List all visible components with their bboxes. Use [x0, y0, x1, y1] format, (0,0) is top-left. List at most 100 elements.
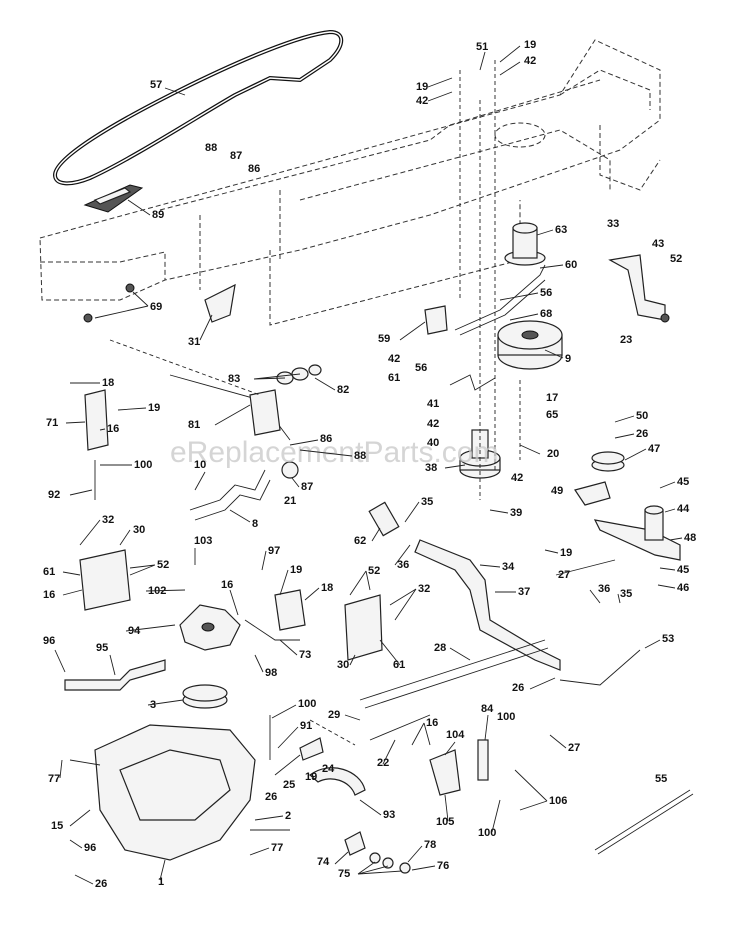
callout-93: 93	[383, 809, 395, 821]
callout-19: 19	[416, 81, 428, 93]
callout-1: 1	[158, 876, 164, 888]
callout-19: 19	[148, 402, 160, 414]
callout-42: 42	[388, 353, 400, 365]
callout-8: 8	[252, 518, 258, 530]
bracket-59	[424, 305, 448, 335]
callout-17: 17	[546, 392, 558, 404]
callout-19: 19	[560, 547, 572, 559]
rod-22	[309, 714, 431, 746]
callout-91: 91	[300, 720, 312, 732]
callout-49: 49	[551, 485, 563, 497]
callout-52: 52	[670, 253, 682, 265]
lift-shaft-34	[414, 539, 561, 671]
callout-42: 42	[511, 472, 523, 484]
callout-2: 2	[285, 810, 291, 822]
lever-assembly	[169, 374, 299, 521]
callout-87: 87	[301, 481, 313, 493]
callout-86: 86	[320, 433, 332, 445]
pulley-47	[591, 451, 625, 472]
callout-57: 57	[150, 79, 162, 91]
callout-88: 88	[354, 450, 366, 462]
linkage-line	[109, 339, 261, 396]
callout-81: 81	[188, 419, 200, 431]
bracket-73	[244, 589, 306, 641]
callout-71: 71	[46, 417, 58, 429]
bolts-69	[83, 283, 135, 323]
callout-24: 24	[322, 763, 335, 775]
callout-100: 100	[134, 459, 152, 471]
callout-18: 18	[102, 377, 114, 389]
callout-96: 96	[84, 842, 96, 854]
callout-42: 42	[416, 95, 428, 107]
callout-52: 52	[368, 565, 380, 577]
callout-56: 56	[540, 287, 552, 299]
idler-bracket-48	[593, 505, 681, 561]
callout-21: 21	[284, 495, 296, 507]
callout-65: 65	[546, 409, 558, 421]
callout-48: 48	[684, 532, 696, 544]
callout-26: 26	[512, 682, 524, 694]
callout-92: 92	[48, 489, 60, 501]
callout-15: 15	[51, 820, 63, 832]
pulley-3	[182, 684, 228, 709]
callout-30: 30	[133, 524, 145, 536]
callout-28: 28	[434, 642, 446, 654]
callout-16: 16	[426, 717, 438, 729]
bracket-104	[429, 739, 489, 796]
spring-95	[64, 659, 166, 691]
callout-62: 62	[354, 535, 366, 547]
spring-25	[274, 737, 324, 776]
rod-53	[559, 649, 641, 686]
hose-93	[309, 767, 366, 796]
idler-arm-60-68	[454, 264, 546, 336]
callout-35: 35	[620, 588, 632, 600]
callout-100: 100	[298, 698, 316, 710]
callout-19: 19	[305, 771, 317, 783]
callout-40: 40	[427, 437, 439, 449]
callout-50: 50	[636, 410, 648, 422]
callout-86: 86	[248, 163, 260, 175]
watermark: eReplacementParts.com	[170, 436, 498, 469]
callout-53: 53	[662, 633, 674, 645]
callout-78: 78	[424, 839, 436, 851]
callout-83: 83	[228, 373, 240, 385]
callout-43: 43	[652, 238, 664, 250]
callout-41: 41	[427, 398, 439, 410]
callout-61: 61	[388, 372, 400, 384]
spring-55	[594, 789, 694, 855]
bracket-30b	[344, 594, 383, 661]
callout-47: 47	[648, 443, 660, 455]
callout-16: 16	[107, 423, 119, 435]
callout-76: 76	[437, 860, 449, 872]
guide-49	[574, 481, 611, 506]
callout-38: 38	[425, 462, 437, 474]
callout-74: 74	[317, 856, 330, 868]
callout-84: 84	[481, 703, 494, 715]
callout-73: 73	[299, 649, 311, 661]
callout-75: 75	[338, 868, 350, 880]
callout-104: 104	[446, 729, 465, 741]
callout-26: 26	[636, 428, 648, 440]
belt-guide-89	[83, 184, 144, 213]
spacer-62	[368, 501, 400, 537]
callout-16: 16	[221, 579, 233, 591]
callout-29: 29	[328, 709, 340, 721]
callout-44: 44	[677, 503, 690, 515]
callout-27: 27	[558, 569, 570, 581]
spacer-31	[204, 283, 236, 323]
callout-56: 56	[415, 362, 427, 374]
callout-32: 32	[418, 583, 430, 595]
bracket-30	[79, 549, 131, 611]
callout-105: 105	[436, 816, 454, 828]
leader-lines	[54, 45, 683, 885]
rod-28	[359, 639, 549, 709]
callout-89: 89	[152, 209, 164, 221]
callout-103: 103	[194, 535, 212, 547]
callout-61: 61	[43, 566, 55, 578]
bracket-23	[608, 254, 670, 323]
callout-32: 32	[102, 514, 114, 526]
callout-31: 31	[188, 336, 200, 348]
callout-59: 59	[378, 333, 390, 345]
bracket-71	[84, 389, 109, 451]
